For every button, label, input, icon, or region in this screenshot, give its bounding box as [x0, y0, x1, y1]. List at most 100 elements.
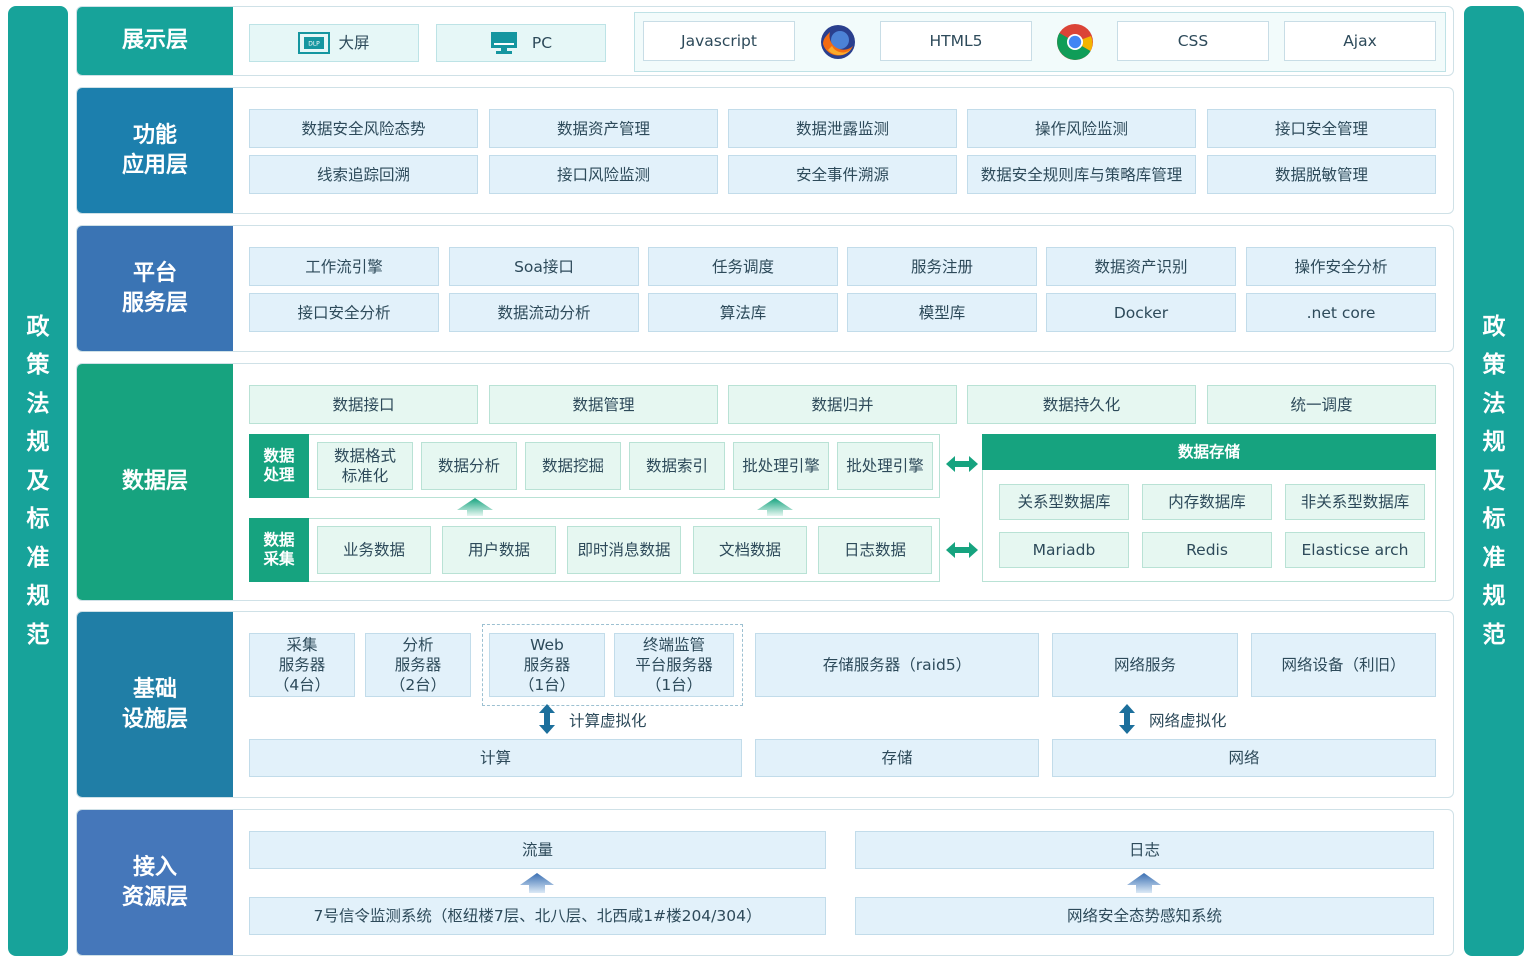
storage-item-label: 关系型数据库: [1017, 493, 1111, 511]
layer-title-line: 应用层: [121, 152, 188, 178]
tech-css: CSS: [1117, 21, 1269, 61]
function-item: 数据安全规则库与策略库管理: [967, 155, 1196, 194]
layer-title-line: 设施层: [121, 706, 188, 732]
tech-label: Javascript: [681, 32, 757, 50]
double-arrow-icon: [946, 542, 978, 558]
data-top-item: 数据归并: [728, 385, 957, 424]
server-line: 采集: [286, 636, 318, 654]
layer-title-line: 基础: [132, 676, 177, 702]
up-arrow-icon: [1127, 873, 1161, 893]
policy-char: 策: [26, 352, 50, 379]
storage-item: 存储: [755, 739, 1039, 777]
layer-title-line: 服务层: [121, 290, 188, 316]
function-item-label: 数据脱敏管理: [1274, 165, 1368, 184]
policy-char: 法: [1482, 390, 1506, 417]
function-item-label: 数据泄露监测: [795, 119, 889, 138]
pc-item: PC: [436, 24, 606, 62]
processing-item: 数据格式 标准化: [317, 442, 413, 490]
platform-item: 接口安全分析: [249, 293, 439, 332]
platform-item-label: Soa接口: [514, 257, 574, 276]
processing-item: 数据挖掘: [525, 442, 621, 490]
data-layer: 数据层 数据接口 数据管理 数据归并 数据持久化 统一调度 数据 处理 数据格式…: [76, 363, 1454, 601]
collection-item: 日志数据: [818, 526, 932, 574]
network-label: 网络: [1228, 749, 1260, 767]
collection-item-label: 业务数据: [342, 541, 405, 559]
storage-title: 数据存储: [982, 434, 1436, 470]
network-virtualization-label: 网络虚拟化: [1149, 712, 1227, 730]
screen-item: DLP 大屏: [249, 24, 419, 62]
data-top-label: 数据管理: [572, 395, 635, 414]
policy-char: 范: [26, 621, 50, 648]
processing-item-label: 数据挖掘: [541, 457, 604, 475]
access-layer: 接入 资源层 流量 日志 7号信令监测系统（枢纽楼7层、北八层、北西咸1#楼20…: [76, 809, 1454, 956]
up-arrow-icon: [520, 873, 554, 893]
server-line: 服务器: [523, 656, 571, 674]
platform-item: Soa接口: [449, 247, 639, 286]
function-item-label: 接口安全管理: [1274, 119, 1368, 138]
network-item: 网络: [1052, 739, 1436, 777]
chrome-icon: [1057, 24, 1093, 60]
function-item: 数据泄露监测: [728, 109, 957, 148]
display-layer-label: 展示层: [77, 7, 233, 75]
function-item: 数据资产管理: [489, 109, 718, 148]
platform-item: 数据资产识别: [1046, 247, 1236, 286]
server-item: Web 服务器 （1台）: [489, 633, 605, 697]
platform-item-label: .net core: [1306, 303, 1376, 322]
policy-char: 标: [1482, 506, 1506, 533]
tech-label: HTML5: [929, 32, 983, 50]
data-top-label: 统一调度: [1290, 395, 1353, 414]
storage-item-label: 内存数据库: [1168, 493, 1246, 511]
policy-char: 法: [26, 390, 50, 417]
processing-title: 数据 处理: [249, 434, 309, 498]
function-layer: 功能 应用层 数据安全风险态势 数据资产管理 数据泄露监测 操作风险监测 接口安…: [76, 87, 1454, 214]
network-device: 网络设备（利旧）: [1251, 633, 1436, 697]
situation-system-label: 网络安全态势感知系统: [1066, 907, 1222, 925]
policy-char: 准: [1482, 544, 1506, 571]
dlp-screen-icon: DLP: [298, 32, 331, 54]
signal-system-item: 7号信令监测系统（枢纽楼7层、北八层、北西咸1#楼204/304）: [249, 897, 826, 935]
log-item: 日志: [855, 831, 1434, 869]
function-item: 操作风险监测: [967, 109, 1196, 148]
data-top-item: 统一调度: [1207, 385, 1436, 424]
function-item-label: 数据资产管理: [556, 119, 650, 138]
platform-layer-label: 平台 服务层: [77, 226, 233, 351]
policy-char: 准: [26, 544, 50, 571]
policy-char: 范: [1482, 621, 1506, 648]
platform-item: 操作安全分析: [1246, 247, 1436, 286]
function-layer-label: 功能 应用层: [77, 88, 233, 213]
function-item: 安全事件溯源: [728, 155, 957, 194]
collection-title: 数据 采集: [249, 518, 309, 582]
compute-label: 计算: [479, 749, 511, 767]
compute-item: 计算: [249, 739, 742, 777]
function-item: 数据脱敏管理: [1207, 155, 1436, 194]
processing-item-label: 批处理引擎: [742, 457, 820, 475]
platform-item: 任务调度: [648, 247, 838, 286]
policy-char: 规: [26, 429, 50, 456]
platform-item: Docker: [1046, 293, 1236, 332]
firefox-icon: [821, 25, 855, 59]
layer-title-line: 资源层: [121, 884, 188, 910]
display-layer: 展示层 DLP 大屏 PC Javascript HTML5 CSS A: [76, 6, 1454, 76]
pc-label: PC: [531, 34, 553, 52]
storage-item: 关系型数据库: [999, 484, 1129, 520]
storage-label: 存储: [881, 749, 913, 767]
policy-char: 规: [1482, 583, 1506, 610]
traffic-item: 流量: [249, 831, 826, 869]
network-service-label: 网络服务: [1113, 656, 1176, 674]
data-top-item: 数据管理: [489, 385, 718, 424]
server-item: 采集 服务器 （4台）: [249, 633, 355, 697]
infra-layer: 基础 设施层 采集 服务器 （4台） 分析 服务器 （2台） Web 服务器 （…: [76, 611, 1454, 798]
group-title-line: 处理: [263, 466, 295, 484]
double-arrow-icon: [946, 456, 978, 472]
platform-item-label: 任务调度: [711, 257, 774, 276]
processing-item: 数据索引: [629, 442, 725, 490]
platform-item: 算法库: [648, 293, 838, 332]
virtual-server-group: [482, 624, 743, 706]
storage-server-label: 存储服务器（raid5）: [822, 656, 972, 674]
storage-item-label: Redis: [1186, 541, 1228, 559]
collection-item: 即时消息数据: [567, 526, 681, 574]
processing-item-line: 数据格式: [333, 447, 396, 465]
server-item: 分析 服务器 （2台）: [365, 633, 471, 697]
platform-item: 数据流动分析: [449, 293, 639, 332]
platform-item-label: 服务注册: [910, 257, 973, 276]
